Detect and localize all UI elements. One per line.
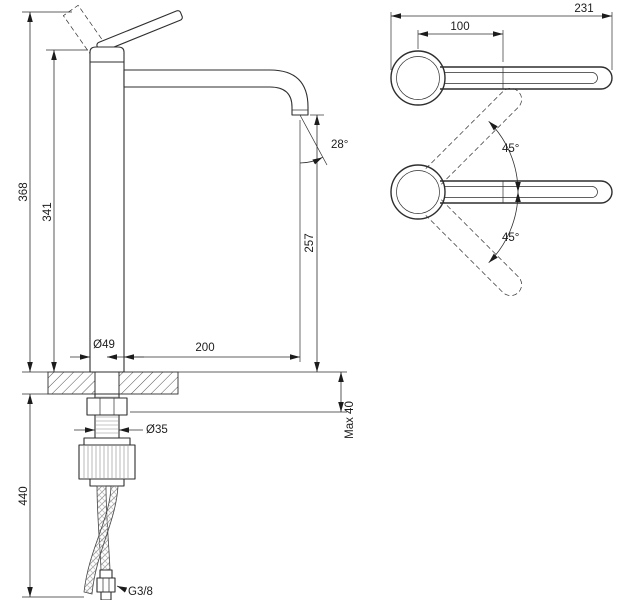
thread-g38-label: G3/8 (128, 586, 153, 598)
lever-outline-top (440, 66, 613, 90)
supply-hoses (83, 485, 119, 600)
dim-45down-label: 45° (502, 232, 519, 244)
swing-dimensions: 45° 45° (488, 121, 521, 263)
dim-257-label: 257 (304, 233, 316, 252)
hose-left (83, 485, 119, 595)
faucet-body (89, 61, 125, 373)
top-view-handle-swing: 45° 45° (390, 88, 613, 296)
knurl-lines (83, 446, 129, 478)
collar (83, 437, 131, 446)
lever-inner-top-2 (444, 186, 598, 198)
dim-45up-label: 45° (502, 143, 519, 155)
dim-341-label: 341 (42, 202, 54, 221)
faucet-body-cap (89, 46, 125, 63)
dim-d49-label: Ø49 (93, 339, 115, 351)
top-view-plan: 231 100 (390, 3, 613, 106)
handle-swing-up-position (425, 88, 522, 185)
top-view-dimensions: 231 100 (390, 3, 613, 70)
hose-fitting (96, 569, 116, 600)
hose-base (89, 478, 125, 487)
countertop (47, 371, 179, 395)
mounting-hardware (78, 393, 136, 487)
dim-231-label: 231 (574, 3, 593, 15)
dim-28deg-label: 28° (331, 139, 348, 151)
handle-raised-position (62, 4, 112, 64)
hex-nut (86, 397, 128, 416)
handle-hub-outer (390, 50, 446, 106)
knurled-nut (78, 444, 136, 480)
dim-200-label: 200 (195, 342, 214, 354)
lever-inner-top (444, 72, 598, 84)
handle-hub-outer-2 (390, 164, 446, 220)
dim-max40-label: Max 40 (344, 401, 356, 439)
side-view-dimensions: 368 341 440 257 Max 40 200 (18, 11, 356, 598)
faucet-spout (123, 69, 309, 116)
dim-440-label: 440 (18, 486, 30, 505)
dim-368-label: 368 (18, 182, 30, 201)
handle-swing-down-position (425, 199, 522, 296)
lever-outline-top-2 (440, 180, 613, 204)
handle-hub-inner (396, 56, 440, 100)
dim-100-label: 100 (450, 21, 469, 33)
dim-d35-label: Ø35 (146, 424, 168, 436)
handle-hub-inner-2 (396, 170, 440, 214)
side-view-drawing: 368 341 440 257 Max 40 200 (18, 4, 356, 600)
